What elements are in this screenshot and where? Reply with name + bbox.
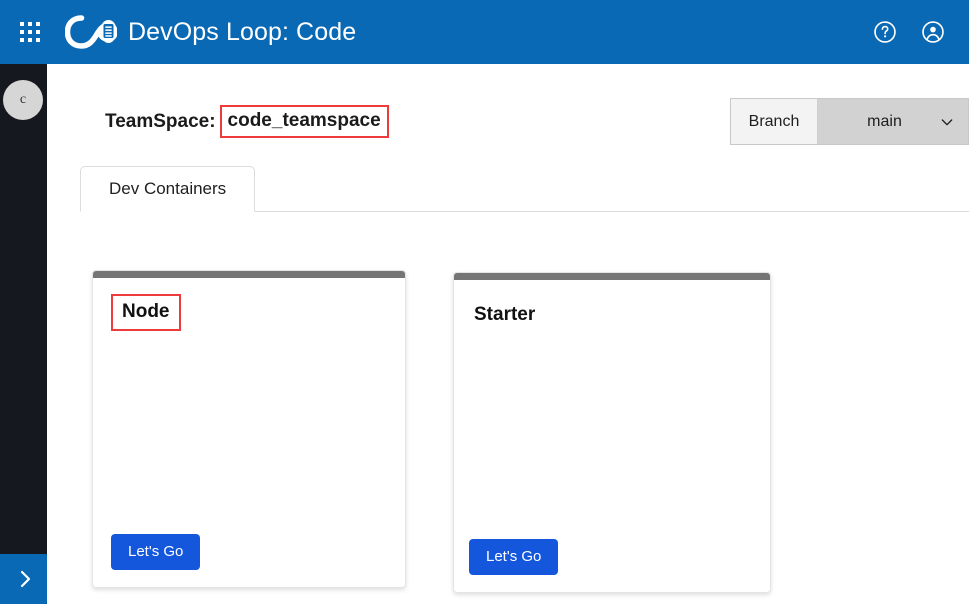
- tab-bar-divider: [80, 211, 969, 212]
- header-actions: [871, 18, 947, 46]
- lets-go-button-starter[interactable]: Let's Go: [469, 539, 559, 575]
- help-button[interactable]: [871, 18, 899, 46]
- app-grid-button[interactable]: [6, 22, 54, 42]
- app-grid-icon: [20, 22, 40, 42]
- card-body: Node Let's Go: [93, 278, 405, 587]
- branch-dropdown[interactable]: main: [818, 99, 968, 144]
- card-title-starter: Starter: [474, 304, 536, 325]
- tab-bar: Dev Containers: [80, 166, 969, 212]
- card-body: Starter Let's Go: [454, 280, 770, 592]
- branch-label: Branch: [731, 99, 818, 144]
- devops-loop-logo-icon: [64, 12, 118, 52]
- dev-container-card-node[interactable]: Node Let's Go: [92, 270, 406, 588]
- branch-selector: Branch main: [730, 98, 969, 145]
- card-accent-bar: [93, 271, 405, 278]
- app-title: DevOps Loop: Code: [128, 17, 357, 46]
- content-toolbar: TeamSpace: code_teamspace Branch main: [47, 98, 969, 154]
- help-circle-icon: [874, 21, 896, 43]
- dev-container-card-grid: Node Let's Go Starter Let's Go: [92, 270, 969, 604]
- app-header: DevOps Loop: Code: [0, 0, 969, 64]
- account-circle-icon: [922, 21, 944, 43]
- chevron-right-icon: [20, 570, 31, 588]
- avatar-initial: c: [19, 92, 27, 107]
- sidebar-expand-button[interactable]: [0, 554, 50, 604]
- lets-go-button-node[interactable]: Let's Go: [111, 534, 201, 570]
- account-button[interactable]: [919, 18, 947, 46]
- tab-dev-containers[interactable]: Dev Containers: [80, 166, 256, 212]
- card-title-node: Node: [111, 294, 181, 331]
- teamspace-indicator: TeamSpace: code_teamspace: [105, 105, 389, 138]
- left-sidebar: c: [0, 64, 50, 604]
- teamspace-value: code_teamspace: [219, 105, 389, 138]
- teamspace-label: TeamSpace:: [105, 110, 216, 132]
- branch-value: main: [867, 112, 902, 130]
- tab-label: Dev Containers: [109, 179, 227, 198]
- dev-container-card-starter[interactable]: Starter Let's Go: [453, 272, 771, 593]
- chevron-down-icon: [941, 118, 953, 125]
- card-accent-bar: [454, 273, 770, 280]
- avatar[interactable]: c: [3, 80, 43, 120]
- main-content: TeamSpace: code_teamspace Branch main De…: [47, 64, 969, 604]
